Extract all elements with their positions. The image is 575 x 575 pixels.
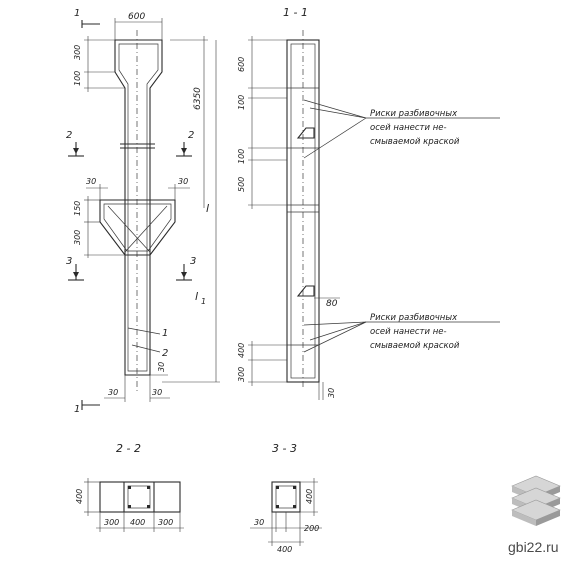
marker-2-right: 2 bbox=[188, 130, 194, 141]
dim-1-1-500: 500 bbox=[237, 177, 246, 192]
dim-bracket-left: 30 bbox=[86, 177, 96, 186]
dim-bracket-right: 30 bbox=[178, 177, 188, 186]
dim-top-chamfer: 100 bbox=[73, 71, 82, 86]
marker-3-right: 3 bbox=[190, 256, 196, 267]
dim-3-3-30: 30 bbox=[254, 518, 264, 527]
note-2-line1: Риски разбивочных bbox=[370, 313, 458, 323]
watermark: gbi22.ru bbox=[508, 475, 561, 555]
section-3-3: 3 - 3 400 30 200 400 bbox=[250, 442, 322, 554]
section-2-2: 2 - 2 400 300 400 300 bbox=[75, 442, 184, 532]
dim-bottom-height: 30 bbox=[157, 362, 166, 372]
column-elevation: 1 600 300 100 6350 l l 1 2 2 bbox=[66, 8, 220, 415]
marker-1-top: 1 bbox=[74, 8, 80, 19]
section-1-1: 1 - 1 600 100 100 500 400 300 80 bbox=[237, 6, 500, 400]
dim-bracket-300: 300 bbox=[73, 230, 82, 245]
callout-1: 1 bbox=[162, 328, 168, 339]
dim-total-height: 6350 bbox=[193, 87, 203, 110]
dim-l1-sub: 1 bbox=[201, 297, 206, 306]
dim-top-height: 300 bbox=[73, 45, 82, 60]
section-1-1-title: 1 - 1 bbox=[283, 6, 308, 19]
dim-top-width: 600 bbox=[128, 12, 145, 22]
dim-1-1-80: 80 bbox=[326, 299, 338, 309]
dim-bracket-150: 150 bbox=[73, 201, 82, 216]
marker-2-left: 2 bbox=[66, 130, 72, 141]
dim-1-1-300: 300 bbox=[237, 367, 246, 382]
marker-3-left: 3 bbox=[66, 256, 72, 267]
dim-1-1-600: 600 bbox=[237, 57, 246, 72]
dim-3-3-400h: 400 bbox=[305, 489, 314, 504]
dim-l1: l bbox=[195, 290, 198, 303]
dim-2-2-300a: 300 bbox=[104, 518, 119, 527]
dim-2-2-300b: 300 bbox=[158, 518, 173, 527]
note-1-line3: смываемой краской bbox=[370, 137, 460, 147]
note-1-line2: осей нанести не- bbox=[370, 123, 447, 133]
dim-bottom-left: 30 bbox=[108, 388, 118, 397]
watermark-text: gbi22.ru bbox=[508, 539, 559, 555]
section-3-3-title: 3 - 3 bbox=[272, 442, 297, 455]
section-2-2-title: 2 - 2 bbox=[116, 442, 141, 455]
note-2-line2: осей нанести не- bbox=[370, 327, 447, 337]
note-2-line3: смываемой краской bbox=[370, 341, 460, 351]
dim-l: l bbox=[206, 202, 209, 215]
callout-2: 2 bbox=[162, 348, 168, 359]
dim-1-1-400: 400 bbox=[237, 343, 246, 358]
dim-2-2-400w: 400 bbox=[130, 518, 145, 527]
dim-bottom-right: 30 bbox=[152, 388, 162, 397]
dim-1-1-100b: 100 bbox=[237, 149, 246, 164]
marker-1-bottom: 1 bbox=[74, 404, 80, 415]
note-1-line1: Риски разбивочных bbox=[370, 109, 458, 119]
dim-3-3-400w: 400 bbox=[277, 545, 292, 554]
stacked-slabs-logo bbox=[511, 475, 561, 526]
dim-1-1-30: 30 bbox=[327, 388, 336, 398]
dim-1-1-100a: 100 bbox=[237, 95, 246, 110]
dim-3-3-200: 200 bbox=[304, 524, 319, 533]
dim-2-2-400h: 400 bbox=[75, 489, 84, 504]
